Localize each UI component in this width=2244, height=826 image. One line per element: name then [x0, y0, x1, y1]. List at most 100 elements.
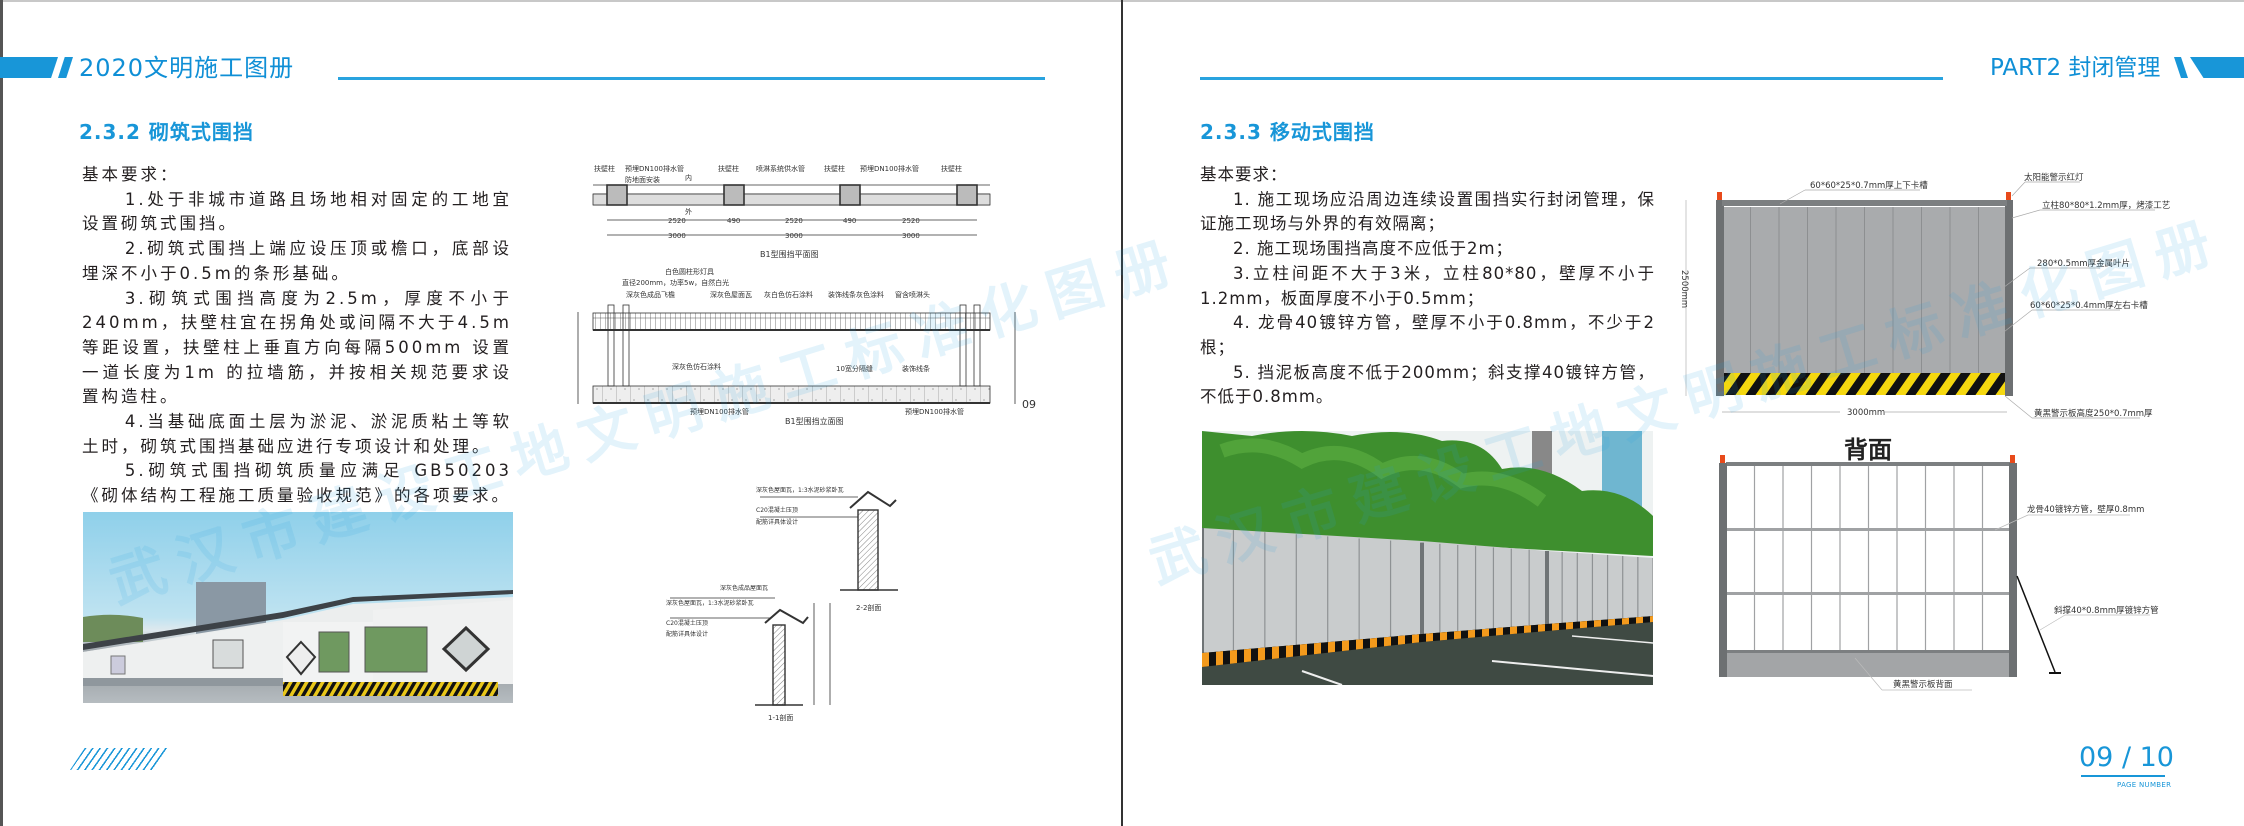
requirement-item: 5.砌筑式围挡砌筑质量应满足 GB50203《砌体结构工程施工质量验收规范》的各…	[82, 461, 512, 506]
plan-pilaster	[839, 184, 861, 206]
requirement-item: 5. 挡泥板高度不低于200mm；斜支撑40镀锌方管，不低于0.8mm。	[1200, 362, 1655, 407]
page-left-edge	[0, 0, 3, 826]
requirement-item: 4. 龙骨40镀锌方管，壁厚不小于0.8mm，不少于2根；	[1200, 313, 1655, 357]
mobile-fence-photo	[1202, 431, 1653, 685]
parking-lot	[1202, 616, 1653, 685]
section-2-caption: 2-2剖面	[856, 603, 881, 612]
requirements-text: 基本要求： 1. 施工现场应沿周边连续设置围挡实行封闭管理，保证施工现场与外界的…	[1200, 163, 1655, 410]
requirements-text: 基本要求： 1.处于非城市道路且场地相对固定的工地宜设置砌筑式围挡。 2.砌筑式…	[82, 163, 512, 509]
plan-pilaster	[723, 184, 745, 206]
requirements-label: 基本要求：	[82, 165, 180, 184]
plan-dim: 3000	[668, 232, 686, 240]
plan-label: 预埋DN100排水管	[860, 164, 919, 173]
masonry-wall-photo	[83, 512, 513, 703]
header-accent-slash	[58, 57, 73, 78]
requirement-item: 2. 施工现场围挡高度不应低于2m；	[1233, 239, 1514, 259]
plan-label: 防地面安装	[625, 175, 660, 184]
requirement-item: 1.处于非城市道路且场地相对固定的工地宜设置砌筑式围挡。	[82, 189, 512, 234]
plan-label: 预埋DN100排水管	[625, 164, 684, 173]
section-label: C20混凝土压顶	[756, 506, 798, 514]
elevation-label: 深灰色仿石涂料	[672, 362, 721, 371]
elevation-label: 窗含喷淋头	[895, 290, 930, 299]
plan-pilaster	[606, 184, 628, 206]
section-label: 深灰色屋面瓦，1:3水泥砂浆卧瓦	[666, 599, 754, 607]
label-top-channel: 60*60*25*0.7mm厚上下卡槽	[1810, 180, 1928, 191]
elevation-label: 白色圆柱形灯具	[665, 267, 714, 276]
plan-dim: 2520	[668, 217, 686, 225]
elevation-label: 装饰线条	[902, 364, 930, 373]
keel-rail	[1726, 592, 2011, 595]
requirement-item: 4.当基础底面土层为淤泥、淤泥质粘土等软土时，砌筑式围挡基础应进行专项设计和处理…	[82, 412, 512, 456]
keel-rail	[1726, 528, 2011, 531]
requirement-item: 3.立柱间距不大于3米，立柱80*80，壁厚不小于1.2mm，板面厚度不小于0.…	[1200, 263, 1655, 308]
header-accent-slash	[2174, 57, 2188, 78]
mobile-fence-front-diagram: 60*60*25*0.7mm厚上下卡槽 太阳能警示红灯 立柱80*80*1.2m…	[1679, 172, 2170, 419]
label-width: 3000mm	[1847, 408, 1885, 418]
plan-label: 喷淋系统供水管	[756, 164, 805, 173]
warning-light-icon	[1717, 192, 1722, 200]
book-spine	[1121, 0, 1123, 826]
header-title: 2020文明施工图册	[79, 54, 295, 82]
section-1-caption: 1-1剖面	[768, 713, 793, 722]
plan-dim: 490	[843, 217, 856, 225]
elevation-label: 装饰线条灰色涂料	[828, 290, 884, 299]
elevation-label: 预埋DN100排水管	[690, 407, 749, 416]
elevation-label: 直径200mm，功率5w，自然白光	[622, 278, 729, 287]
elevation-label: 深灰色成品飞檐	[626, 290, 675, 299]
elevation-label: 深灰色屋面瓦	[710, 290, 752, 299]
header-accent-bar	[0, 57, 58, 78]
outer-label: 外	[685, 207, 692, 216]
plan-dim: 3000	[785, 232, 803, 240]
plan-label: 扶壁柱	[824, 164, 845, 173]
decorative-stripes	[70, 748, 168, 770]
elevation-label: 10宽分隔缝	[836, 364, 873, 373]
elevation-caption: B1型围挡立面图	[785, 416, 844, 426]
section-title: 2.3.3 移动式围挡	[1200, 120, 1375, 144]
header-rule	[1200, 77, 1943, 80]
warning-light-icon	[2006, 192, 2011, 200]
header-rule	[338, 77, 1045, 80]
fence-post	[1719, 463, 1727, 677]
warning-light-icon	[2010, 455, 2015, 463]
mobile-fence-back-diagram: 龙骨40镀锌方管，壁厚0.8mm 斜撑40*0.8mm厚镀锌方管 黄黑警示板背面	[1719, 455, 2159, 691]
label-side-channel: 60*60*25*0.4mm厚左右卡槽	[2030, 300, 2148, 311]
label-blade: 280*0.5mm厚金属叶片	[2037, 258, 2130, 269]
elevation-label: 预埋DN100排水管	[905, 407, 964, 416]
requirement-item: 3.砌筑式围挡高度为2.5m，厚度不小于240mm，扶壁柱宜在拐角处或间隔不大于…	[82, 288, 512, 407]
requirements-label: 基本要求：	[1200, 165, 1288, 184]
masonry-wall-drawings: 扶壁柱 预埋DN100排水管 防地面安装 扶壁柱 喷淋系统供水管 扶壁柱 预埋D…	[577, 164, 1036, 722]
warning-board-back	[1726, 653, 2011, 677]
label-keel: 龙骨40镀锌方管，壁厚0.8mm	[2027, 504, 2144, 515]
watermark: 武汉市建设工地文明施工标准化图册	[1141, 206, 2233, 597]
label-height: 2500mm	[1679, 270, 1689, 308]
label-warning-board: 黄黑警示板高度250*0.7mm厚	[2034, 408, 2153, 419]
page-number: 09 / 10	[2079, 742, 2174, 773]
section-label: C20混凝土压顶	[666, 619, 708, 627]
plan-pilaster	[956, 184, 978, 206]
plan-dim: 3000	[902, 232, 920, 240]
requirement-item: 1. 施工现场应沿周边连续设置围挡实行封闭管理，保证施工现场与外界的有效隔离；	[1200, 189, 1655, 234]
requirement-item: 2.砌筑式围挡上端应设压顶或檐口，底部设埋深不小于0.5m的条形基础。	[82, 239, 512, 283]
section-title: 2.3.2 砌筑式围挡	[79, 120, 254, 144]
page-number-rule	[2081, 775, 2165, 777]
sheet-number: 09	[1022, 398, 1036, 411]
section-label: 配筋详具体设计	[666, 630, 708, 638]
section-label: 配筋详具体设计	[756, 518, 798, 526]
diagonal-brace	[2016, 575, 2056, 673]
fence-post	[2009, 463, 2017, 677]
label-brace: 斜撑40*0.8mm厚镀锌方管	[2054, 605, 2159, 616]
header-part-title: PART2 封闭管理	[1990, 55, 2161, 81]
plan-caption: B1型围挡平面图	[760, 249, 819, 259]
plan-label: 扶壁柱	[718, 164, 739, 173]
plan-dim: 490	[727, 217, 740, 225]
plan-label: 扶壁柱	[594, 164, 615, 173]
label-post: 立柱80*80*1.2mm厚，烤漆工艺	[2042, 200, 2170, 211]
elevation-label: 灰白色仿石涂料	[764, 290, 813, 299]
inner-label: 内	[685, 173, 692, 182]
label-warning-light: 太阳能警示红灯	[2024, 172, 2084, 183]
back-diagram-title: 背面	[1844, 436, 1892, 464]
warning-light-icon	[1720, 455, 1725, 463]
fence-panels	[1202, 528, 1653, 653]
label-warning-board-back: 黄黑警示板背面	[1893, 679, 1953, 690]
section-label: 深灰色成品屋面瓦	[720, 584, 768, 592]
